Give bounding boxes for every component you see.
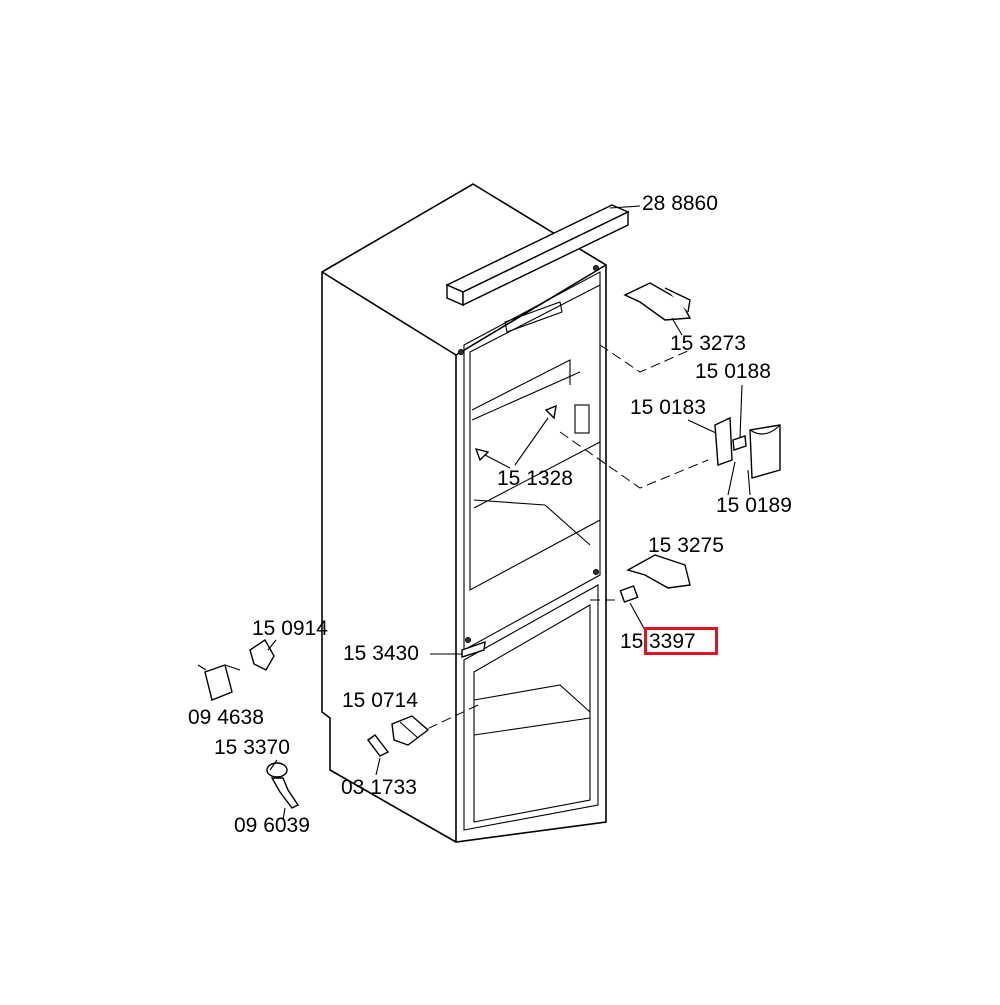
lower-hinge-part (619, 554, 691, 633)
door-stop-parts (687, 384, 781, 496)
cabinet-body (321, 183, 607, 843)
part-label-096039: 09 6039 (234, 814, 310, 837)
part-label-150183: 15 0183 (630, 396, 706, 419)
upper-hinge-part (623, 282, 692, 336)
part-label-150714: 15 0714 (342, 689, 418, 712)
part-label-031733: 03 1733 (341, 776, 417, 799)
part-label-150914: 15 0914 (252, 617, 328, 640)
guide-lines (424, 344, 709, 731)
part-label-153430: 15 3430 (343, 642, 419, 665)
part-label-153275: 15 3275 (648, 534, 724, 557)
part-label-150188: 15 0188 (695, 360, 771, 383)
part-label-153397-highlighted: 3397 (649, 630, 696, 653)
part-label-151328: 15 1328 (497, 467, 573, 490)
indicator-parts (474, 404, 557, 469)
part-label-153273: 15 3273 (670, 332, 746, 355)
top-strip-part (445, 204, 641, 307)
part-label-153370: 15 3370 (214, 736, 290, 759)
part-label-094638: 09 4638 (188, 706, 264, 729)
part-label-288860: 28 8860 (642, 192, 718, 215)
highlight-box (644, 627, 718, 655)
part-label-150189: 15 0189 (716, 494, 792, 517)
left-parts (197, 638, 486, 821)
part-label-153397-prefix: 15 (620, 630, 644, 653)
